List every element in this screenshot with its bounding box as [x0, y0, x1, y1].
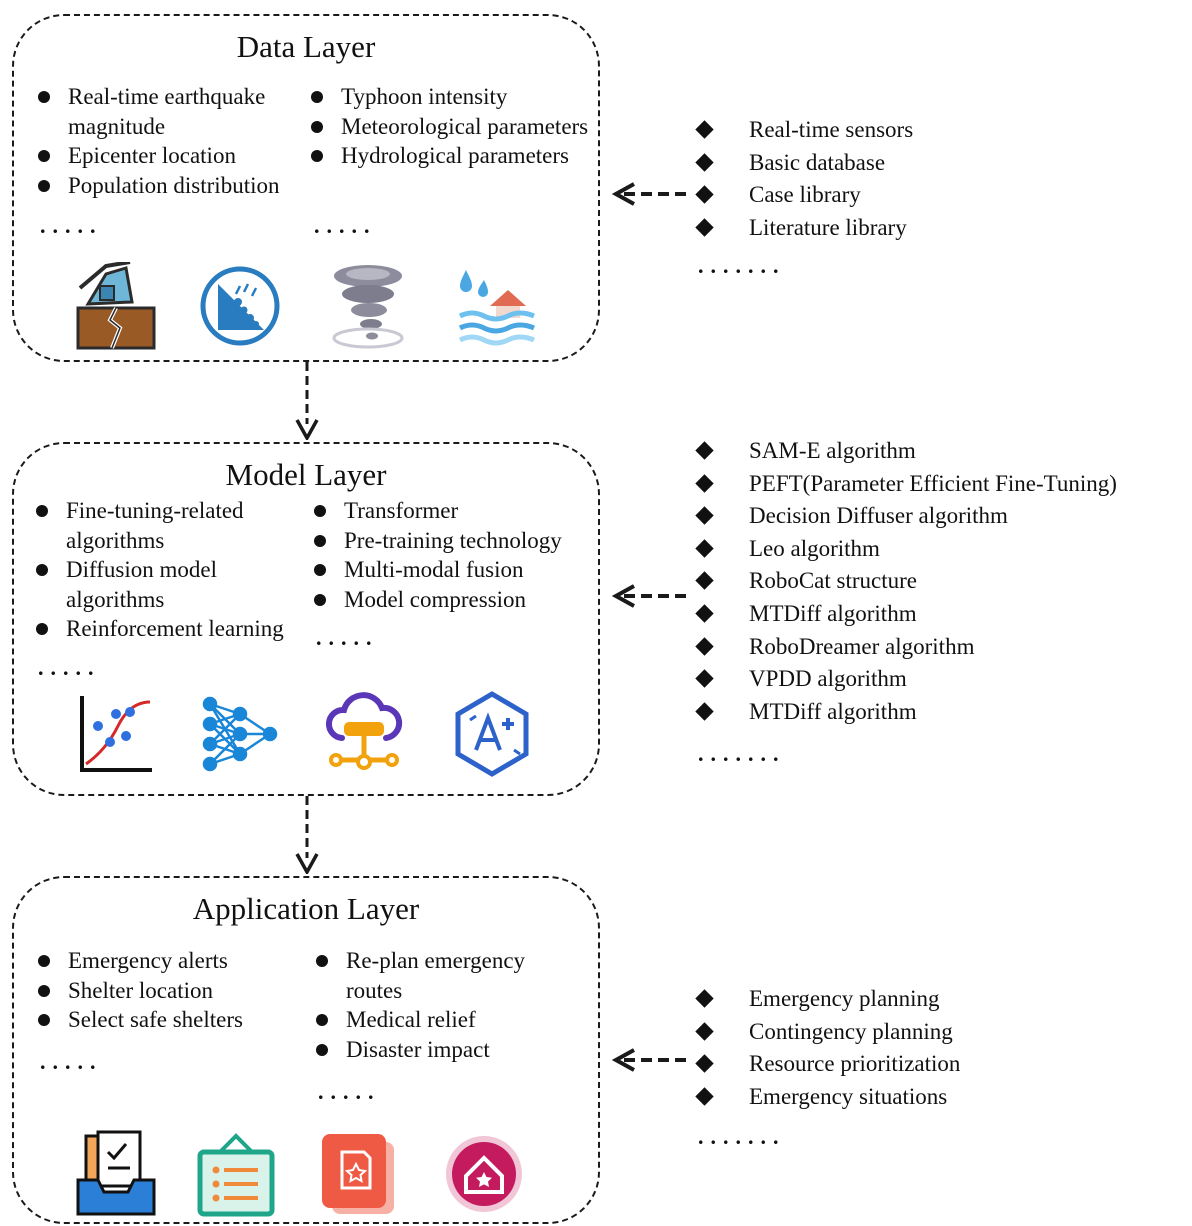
list-item: MTDiff algorithm	[695, 696, 1117, 729]
list-item: VPDD algorithm	[695, 663, 1117, 696]
list-item: Basic database	[695, 147, 913, 180]
list-item: Disaster impact	[316, 1035, 556, 1065]
ellipsis: .....	[38, 655, 101, 680]
list-item: Shelter location	[38, 976, 308, 1006]
list-item: Model compression	[314, 585, 594, 615]
list-item: PEFT(Parameter Efficient Fine-Tuning)	[695, 468, 1117, 501]
list-item: Case library	[695, 179, 913, 212]
list-item: Population distribution	[38, 171, 310, 201]
list-item: RoboCat structure	[695, 565, 1117, 598]
list-item: Decision Diffuser algorithm	[695, 500, 1117, 533]
model-layer-right-list: Transformer Pre-training technology Mult…	[314, 496, 594, 614]
list-item: Emergency situations	[695, 1081, 960, 1114]
list-item: Emergency planning	[695, 983, 960, 1016]
list-item: Transformer	[314, 496, 594, 526]
data-layer-title: Data Layer	[236, 29, 376, 64]
ellipsis: .....	[40, 1049, 103, 1074]
data-layer-box: Data Layer Real-time earthquake magnitud…	[12, 14, 600, 362]
list-item: RoboDreamer algorithm	[695, 631, 1117, 664]
ai-hexagon-icon	[452, 690, 532, 778]
model-layer-title: Model Layer	[225, 457, 387, 492]
list-item: Medical relief	[316, 1005, 556, 1035]
earthquake-house-icon	[76, 262, 156, 350]
application-layer-left-list: Emergency alerts Shelter location Select…	[38, 946, 308, 1035]
data-sources-list: Real-time sensors Basic database Case li…	[695, 114, 913, 244]
flood-icon	[456, 262, 536, 350]
cloud-network-icon	[324, 690, 404, 778]
list-item: Epicenter location	[38, 141, 310, 171]
list-item: Fine-tuning-related algorithms	[36, 496, 306, 555]
algorithms-to-model-layer-arrow	[612, 582, 692, 610]
shelter-home-icon	[444, 1130, 524, 1218]
list-item: Resource prioritization	[695, 1048, 960, 1081]
list-item: SAM-E algorithm	[695, 435, 1117, 468]
list-item: Emergency alerts	[38, 946, 308, 976]
ellipsis: .......	[698, 1124, 786, 1149]
application-layer-right-list: Re-plan emergency routes Medical relief …	[316, 946, 556, 1064]
ellipsis: .....	[318, 1079, 381, 1104]
application-layer-title: Application Layer	[192, 891, 420, 926]
regression-chart-icon	[76, 690, 156, 778]
list-item: Reinforcement learning	[36, 614, 306, 644]
document-star-icon	[318, 1130, 398, 1218]
list-item: Re-plan emergency routes	[316, 946, 556, 1005]
ellipsis: .....	[40, 213, 103, 238]
tornado-icon	[328, 262, 408, 350]
checklist-tray-icon	[76, 1130, 156, 1218]
list-item: Contingency planning	[695, 1016, 960, 1049]
ellipsis: .......	[698, 741, 786, 766]
applications-to-application-layer-arrow	[612, 1046, 692, 1074]
data-layer-right-list: Typhoon intensity Meteorological paramet…	[311, 82, 601, 171]
application-sources-list: Emergency planning Contingency planning …	[695, 983, 960, 1113]
landslide-icon	[200, 262, 280, 350]
list-item: Select safe shelters	[38, 1005, 308, 1035]
ellipsis: .....	[316, 625, 379, 650]
model-to-application-arrow	[292, 796, 322, 874]
ellipsis: .......	[698, 253, 786, 278]
list-item: Leo algorithm	[695, 533, 1117, 566]
list-item: Real-time earthquake magnitude	[38, 82, 310, 141]
list-item: Real-time sensors	[695, 114, 913, 147]
list-item: Diffusion model algorithms	[36, 555, 306, 614]
application-layer-box: Application Layer Emergency alerts Shelt…	[12, 876, 600, 1224]
neural-network-icon	[200, 690, 280, 778]
notice-board-icon	[196, 1130, 276, 1218]
ellipsis: .....	[314, 213, 377, 238]
list-item: Literature library	[695, 212, 913, 245]
list-item: Meteorological parameters	[311, 112, 601, 142]
data-layer-left-list: Real-time earthquake magnitude Epicenter…	[38, 82, 310, 200]
list-item: Pre-training technology	[314, 526, 594, 556]
list-item: Typhoon intensity	[311, 82, 601, 112]
list-item: MTDiff algorithm	[695, 598, 1117, 631]
model-sources-list: SAM-E algorithm PEFT(Parameter Efficient…	[695, 435, 1117, 728]
model-layer-left-list: Fine-tuning-related algorithms Diffusion…	[36, 496, 306, 644]
sources-to-data-layer-arrow	[612, 180, 692, 208]
list-item: Hydrological parameters	[311, 141, 601, 171]
model-layer-box: Model Layer Fine-tuning-related algorith…	[12, 442, 600, 796]
data-to-model-arrow	[292, 362, 322, 440]
list-item: Multi-modal fusion	[314, 555, 594, 585]
